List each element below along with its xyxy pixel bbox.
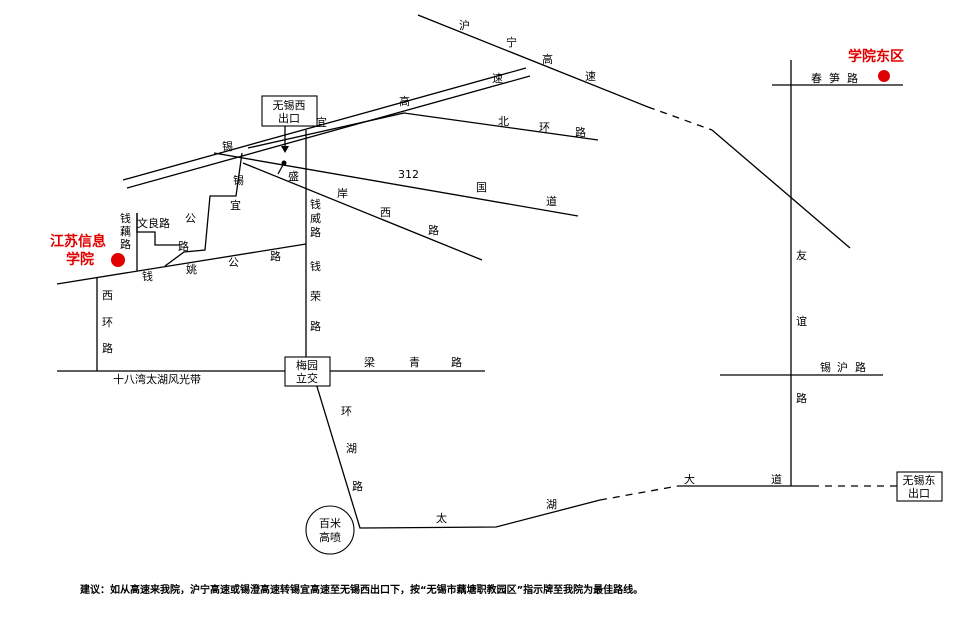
xiyi-expressway-line-b (126, 75, 531, 189)
main-campus: 江苏信息 学院 (50, 233, 125, 268)
road-label-shengan: 西 (380, 206, 391, 219)
road-label-youyi: 路 (796, 392, 807, 405)
huanhu-taihu-road-line (314, 379, 601, 529)
qianyaogong-road-line (56, 243, 307, 285)
road-label-huning: 高 (542, 52, 553, 66)
fountain-label-line1: 百米 (319, 517, 341, 530)
road-label-beihuan: 环 (539, 121, 550, 134)
road-label-liangqing: 青 (409, 356, 420, 369)
main-campus-label-line2: 学院 (66, 251, 94, 268)
road-label-scenic-belt: 十八湾太湖风光带 (113, 372, 201, 386)
road-label-qianrong: 荣 (310, 290, 321, 303)
road-label-xihuan: 环 (102, 316, 113, 329)
road-label-xiyi: 高 (399, 94, 410, 108)
road-label-youyi: 友 (796, 248, 807, 262)
road-label-taihu: 太 (436, 512, 447, 525)
yigong-road-line (164, 152, 243, 267)
shengan-xi-road-line (242, 162, 483, 261)
road-label-qianwei: 路 (310, 226, 321, 239)
east-campus-marker-icon (878, 70, 890, 82)
taihu-avenue-dashed (599, 485, 679, 501)
main-campus-label-line1: 江苏信息 (50, 233, 106, 250)
road-label-beihuan: 北 (498, 115, 509, 128)
road-label-qianrong: 钱 (310, 259, 321, 273)
huning-expressway-line (417, 14, 649, 108)
west-exit-label-line1: 无锡西 (273, 98, 306, 112)
guodao-312-line (213, 152, 579, 217)
fountain-label-line2: 高喷 (319, 530, 341, 544)
road-label-liangqing: 路 (451, 356, 462, 369)
road-label-taihu: 湖 (546, 498, 557, 511)
road-label-xihuan: 路 (102, 342, 113, 355)
road-label-xihu: 锡 (820, 360, 831, 374)
road-label-qianyaogong: 路 (270, 250, 281, 263)
road-label-youyi: 谊 (796, 314, 807, 328)
east-exit-label-line2: 出口 (908, 486, 930, 500)
east-campus: 学院东区 (848, 48, 904, 82)
xiyi-expressway-line-a (122, 67, 527, 181)
road-label-beihuan: 路 (575, 126, 586, 139)
road-label-xiyi: 速 (492, 72, 503, 85)
huning-expressway-dashed (647, 106, 713, 131)
road-label-qianwei: 威 (310, 212, 321, 225)
road-label-312: 312 (398, 168, 419, 181)
road-label-shengan: 盛 (288, 169, 299, 183)
main-campus-marker-icon (111, 253, 125, 267)
huning-expressway-east-line (711, 129, 851, 249)
west-exit-box: 无锡西 出口 (261, 95, 318, 127)
road-label-xiyi: 锡 (222, 139, 233, 153)
road-label-qianou: 钱 (120, 211, 131, 225)
road-label-qianou: 路 (120, 238, 131, 251)
interchange-label-line1: 梅园 (296, 358, 318, 372)
road-labels: 沪 宁 高 速 锡 锡 宜 高 速 北 环 路 312 国 道 盛 岸 西 路 … (102, 18, 866, 525)
road-label-qianou: 藕 (120, 225, 131, 238)
road-label-chunsun: 笋 (829, 71, 840, 85)
road-label-wenliang: 文良路 (137, 216, 170, 230)
east-campus-label: 学院东区 (848, 48, 904, 65)
road-label-huning: 速 (585, 70, 596, 83)
road-label-xiyi: 锡 (233, 173, 244, 187)
road-label-chunsun: 春 (811, 72, 822, 85)
road-label-huanhu: 湖 (346, 442, 357, 455)
road-label-qianwei: 钱 (310, 197, 321, 211)
road-label-shengan: 路 (428, 224, 439, 237)
fountain-landmark: 百米 高喷 (305, 505, 355, 555)
road-label-yigong: 公 (185, 212, 196, 225)
road-label-xihuan: 西 (102, 289, 113, 302)
road-lines (56, 14, 903, 529)
west-exit-marker (281, 160, 287, 166)
road-label-shengan: 岸 (337, 187, 348, 200)
road-label-liangqing: 梁 (364, 355, 375, 369)
road-label-qianyaogong: 钱 (142, 269, 153, 283)
road-label-huanhu: 路 (352, 480, 363, 493)
road-label-qianrong: 路 (310, 320, 321, 333)
route-suggestion-note: 建议：如从高速来我院，沪宁高速或锡澄高速转锡宜高速至无锡西出口下，按“无锡市藕塘… (79, 583, 643, 596)
road-label-chunsun: 路 (847, 72, 858, 85)
road-label-huning: 沪 (459, 18, 470, 32)
road-label-312: 国 (476, 181, 487, 194)
west-exit-arrow-icon (281, 146, 289, 153)
west-exit-label-line2: 出口 (278, 111, 300, 125)
road-label-taihu: 大 (684, 472, 695, 486)
interchange-label-line2: 立交 (296, 371, 318, 385)
road-label-huning: 宁 (506, 35, 517, 49)
beihuan-road-line (247, 112, 599, 149)
road-label-xihu: 沪 (837, 360, 848, 374)
east-exit-box: 无锡东 出口 (896, 471, 943, 502)
road-label-huanhu: 环 (341, 405, 352, 418)
road-label-312: 道 (546, 194, 557, 208)
road-label-qianyaogong: 公 (228, 256, 239, 269)
road-label-yigong: 路 (178, 240, 189, 253)
road-label-xihu: 路 (855, 361, 866, 374)
road-label-taihu: 道 (771, 472, 782, 486)
east-exit-label-line1: 无锡东 (903, 473, 936, 487)
road-label-qianyaogong: 姚 (186, 262, 197, 276)
road-label-xiyi: 宜 (316, 115, 327, 129)
road-label-yigong: 宜 (230, 198, 241, 212)
meiyuan-interchange-box: 梅园 立交 (284, 356, 331, 387)
